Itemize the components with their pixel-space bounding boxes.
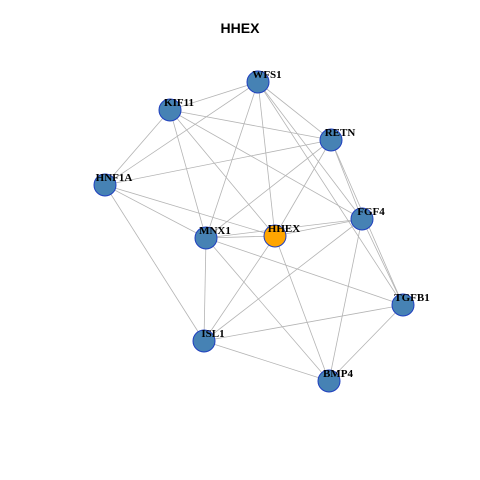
node-label-wfs1: WFS1: [252, 69, 281, 81]
edge-kif11-fgf4: [169, 109, 363, 220]
edge-hhex-isl1: [203, 235, 276, 342]
node-label-isl1: ISL1: [201, 328, 224, 340]
edge-kif11-retn: [169, 109, 332, 141]
edge-hhex-mnx1: [205, 235, 276, 239]
node-isl1[interactable]: [192, 329, 216, 353]
edge-hhex-bmp4: [274, 235, 330, 382]
node-hnf1a[interactable]: [93, 173, 117, 197]
node-retn[interactable]: [319, 128, 343, 152]
node-label-mnx1: MNX1: [199, 225, 231, 237]
node-bmp4[interactable]: [317, 369, 341, 393]
edge-isl1-bmp4: [203, 340, 330, 382]
edge-mnx1-isl1: [203, 237, 207, 342]
edge-wfs1-kif11: [169, 81, 259, 111]
edge-fgf4-hhex: [274, 218, 363, 237]
node-mnx1[interactable]: [194, 226, 218, 250]
edge-hnf1a-mnx1: [104, 184, 207, 239]
edge-mnx1-tgfb1: [205, 237, 404, 306]
nodes-layer: [93, 70, 415, 393]
edge-tgfb1-bmp4: [328, 304, 404, 382]
edge-mnx1-bmp4: [205, 237, 330, 382]
node-label-bmp4: BMP4: [323, 368, 353, 380]
node-tgfb1[interactable]: [391, 293, 415, 317]
edge-wfs1-hhex: [257, 81, 276, 237]
node-fgf4[interactable]: [350, 207, 374, 231]
graph-title: HHEX: [220, 20, 260, 36]
edge-fgf4-bmp4: [328, 218, 363, 382]
edge-fgf4-mnx1: [205, 218, 363, 239]
edge-hnf1a-isl1: [104, 184, 205, 342]
node-label-hhex: HHEX: [268, 223, 300, 235]
node-hhex[interactable]: [263, 224, 287, 248]
edge-isl1-tgfb1: [203, 304, 404, 342]
edge-fgf4-isl1: [203, 218, 363, 342]
edge-wfs1-hnf1a: [104, 81, 259, 186]
edge-fgf4-tgfb1: [361, 218, 404, 306]
edge-retn-hnf1a: [104, 139, 332, 186]
edges-layer: [104, 81, 404, 382]
edge-hnf1a-hhex: [104, 184, 276, 237]
node-wfs1[interactable]: [246, 70, 270, 94]
node-label-hnf1a: HNF1A: [96, 172, 133, 184]
node-label-retn: RETN: [325, 127, 356, 139]
edge-retn-fgf4: [330, 139, 363, 220]
edge-kif11-mnx1: [169, 109, 207, 239]
edge-kif11-hhex: [169, 109, 276, 237]
edge-wfs1-fgf4: [257, 81, 363, 220]
node-kif11[interactable]: [158, 98, 182, 122]
edge-wfs1-retn: [257, 81, 332, 141]
edge-retn-hhex: [274, 139, 332, 237]
node-label-fgf4: FGF4: [357, 206, 385, 218]
edge-wfs1-tgfb1: [257, 81, 404, 306]
node-label-kif11: KIF11: [164, 97, 194, 109]
edge-kif11-hnf1a: [104, 109, 171, 186]
node-label-tgfb1: TGFB1: [394, 292, 429, 304]
